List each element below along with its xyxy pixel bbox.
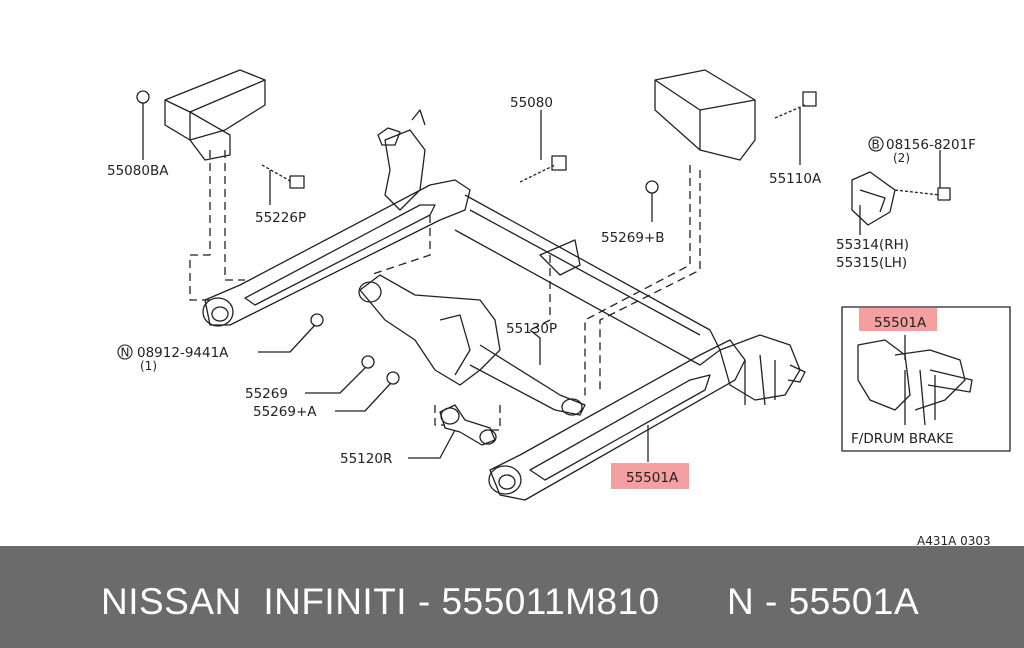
label-55120R: 55120R: [340, 451, 392, 467]
label-55110A: 55110A: [769, 171, 822, 187]
label-55080: 55080: [510, 95, 553, 111]
label-55269: 55269: [245, 386, 288, 402]
label-55269A: 55269+A: [253, 404, 317, 420]
label-55315: 55315(LH): [836, 255, 907, 271]
label-55314: 55314(RH): [836, 237, 909, 253]
highlight-inset-part: [859, 308, 937, 331]
drawing-code: A431A 0303: [917, 534, 991, 548]
part-info-footer: NISSAN INFINITI - 555011M810 N - 55501A: [0, 546, 1024, 648]
reference-code-text: N - 55501A: [727, 581, 920, 622]
highlight-main-part: [611, 463, 689, 489]
label-55269B: 55269+B: [601, 230, 665, 246]
label-55080BA: 55080BA: [107, 163, 169, 179]
label-08156-qty: (2): [893, 151, 910, 165]
part-number-text: NISSAN INFINITI - 555011M810: [101, 581, 660, 622]
label-55226P: 55226P: [255, 210, 306, 226]
label-08912-qty: (1): [140, 359, 157, 373]
label-08912: 08912-9441A: [137, 345, 229, 361]
label-55130P: 55130P: [506, 321, 557, 337]
label-08156: 08156-8201F: [886, 137, 976, 153]
label-55501A: 55501A: [626, 470, 679, 486]
parts-diagram: B N 55080BA 55226P 55080 55110A 08156-82…: [107, 69, 1011, 548]
circle-b-marker: [868, 136, 884, 152]
inset-caption: F/DRUM BRAKE: [851, 431, 954, 447]
circle-b-letter: B: [872, 138, 880, 152]
inset-part-label: 55501A: [874, 315, 927, 331]
circle-n-marker: [117, 344, 133, 360]
diagram-linework: [136, 69, 1011, 501]
circle-n-letter: N: [121, 346, 130, 360]
